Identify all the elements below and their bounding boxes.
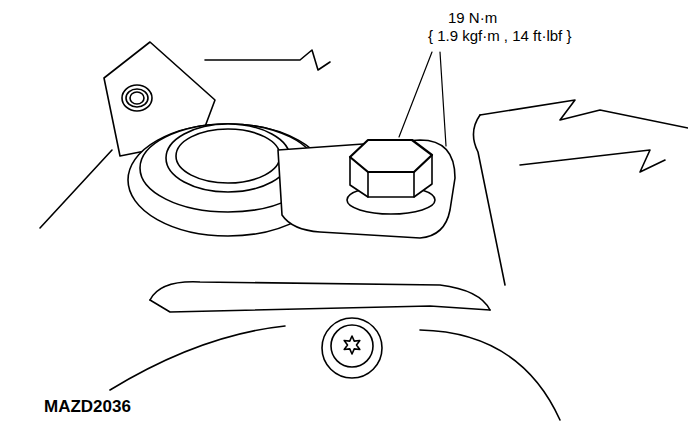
frame-line [40,150,112,228]
break-line [205,50,330,70]
torque-value: 19 N·m [446,10,499,27]
panel-edge [473,115,505,285]
housing-curve [420,330,560,420]
housing-curve [110,326,285,390]
bolt-head-top [350,140,432,172]
lower-bolt-flange [322,318,382,378]
torque-value-alt: { 1.9 kgf·m , 14 ft·lbf } [426,28,573,45]
bushing-rim [166,124,290,192]
housing-ledge [150,300,490,312]
bolt-head-edge [368,172,414,197]
leader-line [440,52,446,146]
lower-bolt-head [331,325,373,367]
tab-plate [278,140,455,238]
housing-edge [150,282,490,310]
thread-ring [130,92,144,104]
torx-socket [344,336,360,354]
threaded-hole [122,85,152,111]
break-line [520,150,665,172]
bushing-core [176,129,280,183]
leader-line [399,52,432,137]
break-line [480,100,688,128]
thread-ring [126,89,148,107]
figure-code: MAZD2036 [42,398,133,417]
